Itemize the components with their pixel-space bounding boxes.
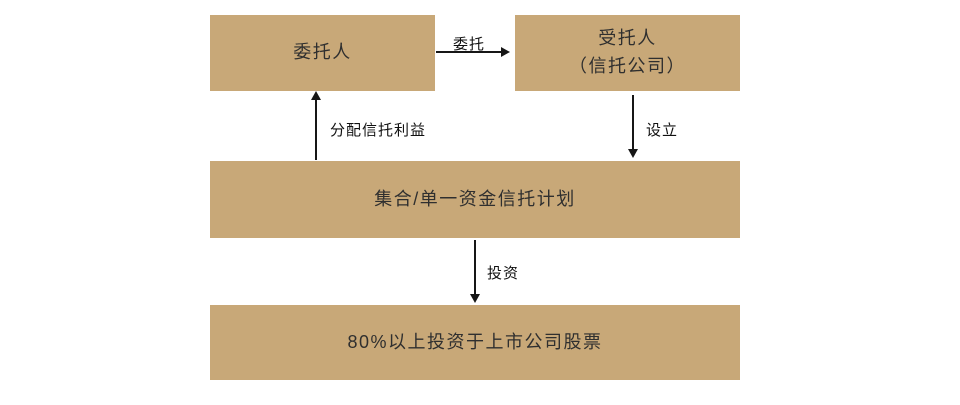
- invest-arrow-label: 投资: [487, 265, 520, 282]
- establish-arrow-label: 设立: [646, 122, 679, 139]
- entrust-arrowhead-right-icon: [501, 47, 510, 57]
- entrust-arrow-label: 委托: [453, 36, 486, 53]
- node-trust-plan-label: 集合/单一资金信托计划: [374, 188, 576, 209]
- distribute-benefits-arrow-label: 分配信托利益: [330, 122, 427, 139]
- invest-arrowhead-down-icon: [470, 294, 480, 303]
- establish-arrowhead-down-icon: [628, 149, 638, 158]
- node-trustee-label-line1: 受托人: [598, 28, 657, 49]
- distribute-benefits-arrow-line: [315, 99, 317, 160]
- node-investment-label: 80%以上投资于上市公司股票: [347, 331, 603, 352]
- node-principal-label: 委托人: [293, 42, 352, 63]
- node-investment: 80%以上投资于上市公司股票: [210, 305, 740, 380]
- node-trust-plan: 集合/单一资金信托计划: [210, 161, 740, 238]
- distribute-benefits-arrowhead-up-icon: [311, 91, 321, 100]
- node-trustee: 受托人 （信托公司）: [515, 15, 740, 91]
- node-trustee-label-line2: （信托公司）: [569, 56, 686, 76]
- invest-arrow-line: [474, 240, 476, 296]
- establish-arrow-line: [632, 95, 634, 151]
- node-principal: 委托人: [210, 15, 435, 91]
- entrust-arrow-line: [436, 51, 504, 53]
